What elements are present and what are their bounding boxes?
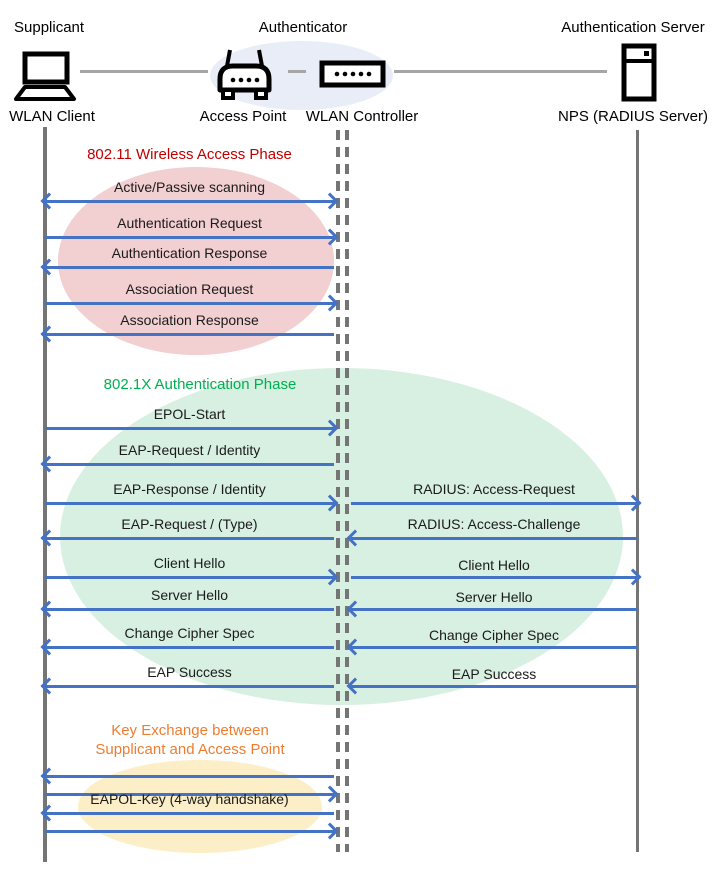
message-arrow <box>45 812 334 815</box>
dot1x-phase-title: 802.1X Authentication Phase <box>103 376 297 393</box>
message-arrow <box>45 333 334 336</box>
message-label: EAPOL-Key (4-way handshake) <box>90 791 289 807</box>
access-point-icon <box>212 47 278 107</box>
message-label: EAP-Request / (Type) <box>121 516 258 532</box>
message-label: RADIUS: Access-Challenge <box>407 516 581 532</box>
message-arrow <box>45 236 334 239</box>
message-label: Change Cipher Spec <box>124 625 255 641</box>
message-label: EAP Success <box>451 666 537 682</box>
controller-lifeline-right <box>345 130 349 852</box>
message-label: Association Response <box>120 312 259 328</box>
message-label: Server Hello <box>455 589 533 605</box>
message-arrow <box>45 427 334 430</box>
wlan-client-label: WLAN Client <box>9 108 95 125</box>
message-arrow <box>45 302 334 305</box>
nps-server-label: NPS (RADIUS Server) <box>557 108 709 125</box>
wireless-phase-title: 802.11 Wireless Access Phase <box>87 146 292 163</box>
message-arrow <box>351 502 637 505</box>
message-arrow <box>45 266 334 269</box>
message-arrow <box>45 830 334 833</box>
wireless-phase-ellipse <box>58 167 334 355</box>
supplicant-lifeline <box>43 127 47 862</box>
message-label: Server Hello <box>150 587 229 603</box>
message-arrow <box>45 793 334 796</box>
message-label: Active/Passive scanning <box>114 179 265 195</box>
message-label: Authentication Response <box>111 245 268 261</box>
auth-server-role-label: Authentication Server <box>561 19 705 36</box>
controller-server-link-line <box>394 70 607 73</box>
access-point-label: Access Point <box>199 108 287 125</box>
message-arrow <box>45 608 334 611</box>
wlan-controller-label: WLAN Controller <box>305 108 419 125</box>
message-arrow <box>45 463 334 466</box>
message-arrow <box>351 576 637 579</box>
message-label: Client Hello <box>153 555 226 571</box>
message-arrow <box>351 685 637 688</box>
controller-lifeline-left <box>336 130 340 852</box>
message-arrow <box>45 537 334 540</box>
message-label: Change Cipher Spec <box>429 627 559 643</box>
message-label: Authentication Request <box>117 215 262 231</box>
message-arrow <box>45 502 334 505</box>
message-arrow <box>45 685 334 688</box>
key-exchange-title-line2: Supplicant and Access Point <box>95 741 285 758</box>
authenticator-role-label: Authenticator <box>258 19 348 36</box>
message-label: EAP-Response / Identity <box>113 481 266 497</box>
message-arrow <box>45 200 334 203</box>
message-arrow <box>45 775 334 778</box>
ap-controller-link-line <box>288 70 306 73</box>
message-arrow <box>351 646 637 649</box>
message-label: EAP-Request / Identity <box>118 442 261 458</box>
wlan-controller-icon <box>319 60 386 88</box>
message-arrow <box>45 646 334 649</box>
message-label: Client Hello <box>458 557 530 573</box>
client-ap-link-line <box>80 70 208 73</box>
server-icon <box>621 43 657 102</box>
laptop-icon <box>12 50 78 104</box>
message-label: EPOL-Start <box>153 406 226 422</box>
message-label: EAP Success <box>147 664 232 680</box>
supplicant-role-label: Supplicant <box>14 19 85 36</box>
message-arrow <box>351 537 637 540</box>
key-exchange-title-line1: Key Exchange between <box>111 722 269 739</box>
server-lifeline <box>636 130 639 852</box>
message-label: Association Request <box>125 281 254 297</box>
message-label: RADIUS: Access-Request <box>413 481 575 497</box>
message-arrow <box>351 608 637 611</box>
message-arrow <box>45 576 334 579</box>
